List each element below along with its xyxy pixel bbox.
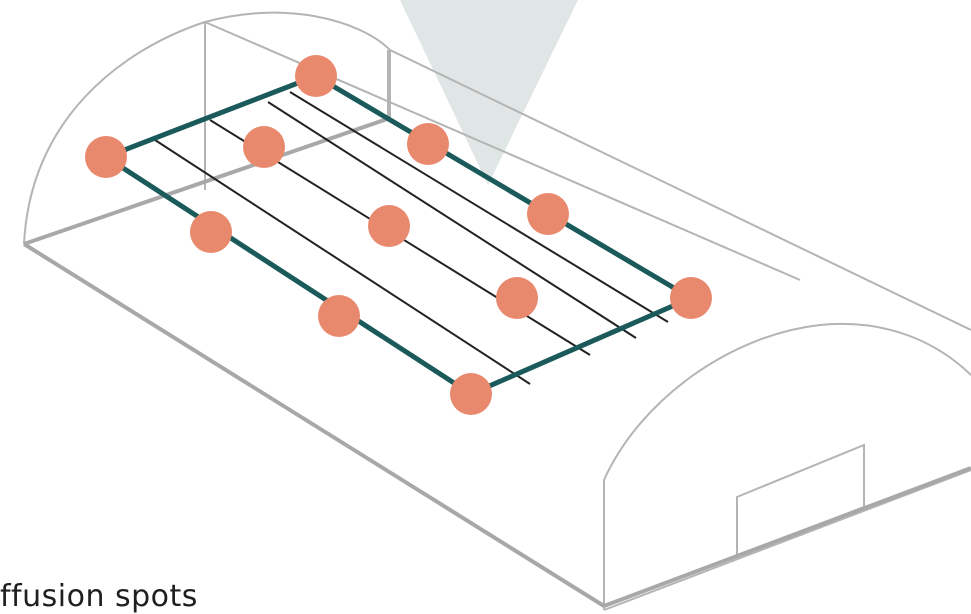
front-arch: [603, 322, 971, 610]
diffusion-spot: [407, 123, 449, 165]
roof-line-mid: [389, 49, 971, 331]
diffusion-spot: [318, 295, 360, 337]
diffusion-spot: [670, 277, 712, 319]
diffusion-spot: [295, 55, 337, 97]
diffusion-spot: [450, 373, 492, 415]
inner-line-3: [267, 101, 637, 339]
door-frame: [736, 443, 865, 557]
inner-line-1: [154, 139, 531, 385]
diffusion-spot: [85, 136, 127, 178]
caption-text: ffusion spots: [0, 579, 198, 614]
inner-line-4: [289, 91, 669, 323]
floor-edge-front: [603, 466, 971, 608]
floor-edge-left: [22, 242, 606, 608]
back-arch: [23, 11, 391, 245]
diffusion-spot: [368, 205, 410, 247]
diffusion-spots: [85, 55, 712, 415]
floor-edges: [22, 116, 971, 608]
light-beam: [400, 0, 578, 185]
floor-edge-back: [23, 116, 391, 246]
diffusion-spot: [190, 211, 232, 253]
side-base-right: [603, 469, 971, 611]
diffusion-spot: [243, 126, 285, 168]
diffusion-spot: [527, 193, 569, 235]
diffusion-spot: [496, 277, 538, 319]
